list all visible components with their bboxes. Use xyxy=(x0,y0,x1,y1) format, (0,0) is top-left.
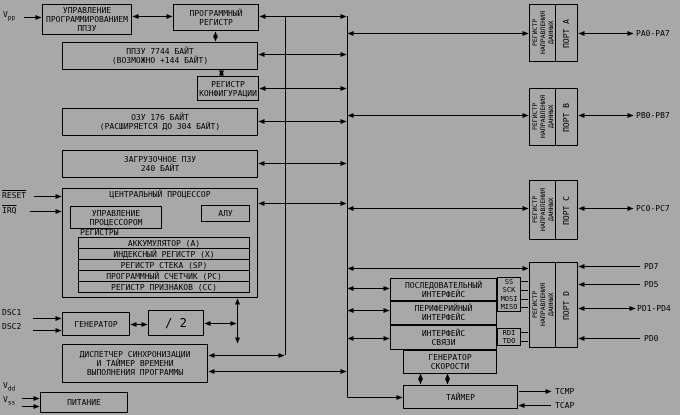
cpu-registers-stack: АККУМУЛЯТОР (А) ИНДЕКСНЫЙ РЕГИСТР (X) РЕ… xyxy=(78,237,250,293)
signal-ss-label: SS xyxy=(504,278,514,287)
vdd-sub: dd xyxy=(7,385,16,393)
vdd-base: V xyxy=(3,381,8,390)
block-cpu-control: УПРАВЛЕНИЕ ПРОЦЕССОРОМ xyxy=(70,206,162,229)
port-a: ПОРТ А xyxy=(555,4,578,62)
port-d-ddr-label: РЕГИСТР НАПРАВЛЕНИЯ ДАННЫХ xyxy=(530,283,555,327)
pin-label-dsc1: DSC1 xyxy=(2,308,22,317)
signal-rdi: RDI xyxy=(502,329,516,337)
cpu-title: ЦЕНТРАЛЬНЫЙ ПРОЦЕССОР xyxy=(109,190,211,199)
block-serial-interface: ПОСЛЕДОВАТЕЛЬНЫЙ ИНТЕРФЕЙС xyxy=(390,278,497,301)
cpu-registers-label: РЕГИСТРЫ xyxy=(80,228,119,237)
pin-label-pa0-pa7: PA0-PA7 xyxy=(636,29,670,38)
block-boot-rom: ЗАГРУЗОЧНОЕ ПЗУ 240 БАЙТ xyxy=(62,150,258,178)
signal-tdo: TDO xyxy=(502,337,516,345)
pin-label-tcap: TCAP xyxy=(555,401,575,410)
cpu-register-row: РЕГИСТР ПРИЗНАКОВ (СС) xyxy=(79,281,249,292)
vss-sub: ss xyxy=(7,399,16,407)
signal-sck: SCK xyxy=(502,286,516,295)
signal-miso: MISO xyxy=(500,302,518,311)
block-eprom-programming-control: УПРАВЛЕНИЕ ПРОГРАММИРОВАНИЕМ ППЗУ xyxy=(42,4,132,35)
port-a-ddr-label: РЕГИСТР НАПРАВЛЕНИЯ ДАННЫХ xyxy=(530,11,555,55)
block-clock-dispatcher-cop: ДИСПЕТЧЕР СИНХРОНИЗАЦИИ И ТАЙМЕР ВРЕМЕНИ… xyxy=(62,344,208,383)
pin-label-reset: RESET xyxy=(2,191,27,200)
pin-label-pc0-pc7: PC0-PC7 xyxy=(636,204,670,213)
pin-label-pd7: PD7 xyxy=(644,262,659,271)
pin-label-pd5: PD5 xyxy=(644,280,659,289)
pin-label-dsc2: DSC2 xyxy=(2,322,22,331)
block-peripheral-interface: ПЕРИФЕРИЙНЫЙ ИНТЕРФЕЙС xyxy=(390,301,497,325)
pin-label-pb0-pb7: PB0-PB7 xyxy=(636,111,670,120)
port-a-ddr: РЕГИСТР НАПРАВЛЕНИЯ ДАННЫХ xyxy=(529,4,556,62)
block-oscillator: ГЕНЕРАТОР xyxy=(62,312,130,336)
pin-label-vdd: Vdd xyxy=(3,381,15,394)
block-timer: ТАЙМЕР xyxy=(403,385,518,409)
block-eprom: ППЗУ 7744 БАЙТ (ВОЗМОЖНО +144 БАЙТ) xyxy=(62,42,258,70)
block-config-register: РЕГИСТР КОНФИГУРАЦИИ xyxy=(197,76,259,101)
pin-label-pd0: PD0 xyxy=(644,334,659,343)
vpp-sub: pp xyxy=(7,14,16,22)
block-baud-generator: ГЕНЕРАТОР СКОРОСТИ xyxy=(403,350,497,374)
block-program-register: ПРОГРАММНЫЙ РЕГИСТР xyxy=(173,4,259,31)
port-b: ПОРТ В xyxy=(555,88,578,146)
port-d-ddr: РЕГИСТР НАПРАВЛЕНИЯ ДАННЫХ xyxy=(529,262,556,348)
port-b-label: ПОРТ В xyxy=(562,102,571,132)
block-ram: ОЗУ 176 БАЙТ (РАСШИРЯЕТСЯ ДО 304 БАЙТ) xyxy=(62,108,258,136)
port-b-ddr-label: РЕГИСТР НАПРАВЛЕНИЯ ДАННЫХ xyxy=(530,95,555,139)
port-c-label: ПОРТ С xyxy=(562,195,571,225)
pin-label-tcmp: TCMP xyxy=(555,387,575,396)
signal-mosi: MOSI xyxy=(500,294,518,303)
signal-ss: SS xyxy=(498,278,520,286)
port-d-label: ПОРТ D xyxy=(562,290,571,320)
pin-label-irq: IRQ xyxy=(2,206,17,215)
block-divide-by-2: / 2 xyxy=(148,310,204,336)
pin-label-vpp: Vpp xyxy=(3,10,15,23)
port-d: ПОРТ D xyxy=(555,262,578,348)
vpp-base: V xyxy=(3,10,8,19)
pin-label-vss: Vss xyxy=(3,395,15,408)
block-power: ПИТАНИЕ xyxy=(40,392,128,413)
block-communication-interface: ИНТЕРФЕЙС СВЯЗИ xyxy=(390,325,497,350)
cpu-register-row: ИНДЕКСНЫЙ РЕГИСТР (X) xyxy=(79,248,249,259)
vss-base: V xyxy=(3,395,8,404)
port-a-label: ПОРТ А xyxy=(562,18,571,48)
port-c-ddr: РЕГИСТР НАПРАВЛЕНИЯ ДАННЫХ xyxy=(529,180,556,240)
pin-label-pd1-pd4: PD1-PD4 xyxy=(637,304,671,313)
port-c-ddr-label: РЕГИСТР НАПРАВЛЕНИЯ ДАННЫХ xyxy=(530,188,555,232)
sci-signal-box: RDI TDO xyxy=(497,328,521,346)
cpu-register-row: АККУМУЛЯТОР (А) xyxy=(127,238,201,248)
port-b-ddr: РЕГИСТР НАПРАВЛЕНИЯ ДАННЫХ xyxy=(529,88,556,146)
block-alu: АЛУ xyxy=(201,205,250,222)
port-c: ПОРТ С xyxy=(555,180,578,240)
cpu-register-row: РЕГИСТР СТЕКА (SP) xyxy=(79,259,249,270)
cpu-register-row: ПРОГРАММНЫЙ СЧЕТЧИК (PC) xyxy=(79,270,249,281)
spi-signal-box: SS SCK MOSI MISO xyxy=(497,277,521,312)
